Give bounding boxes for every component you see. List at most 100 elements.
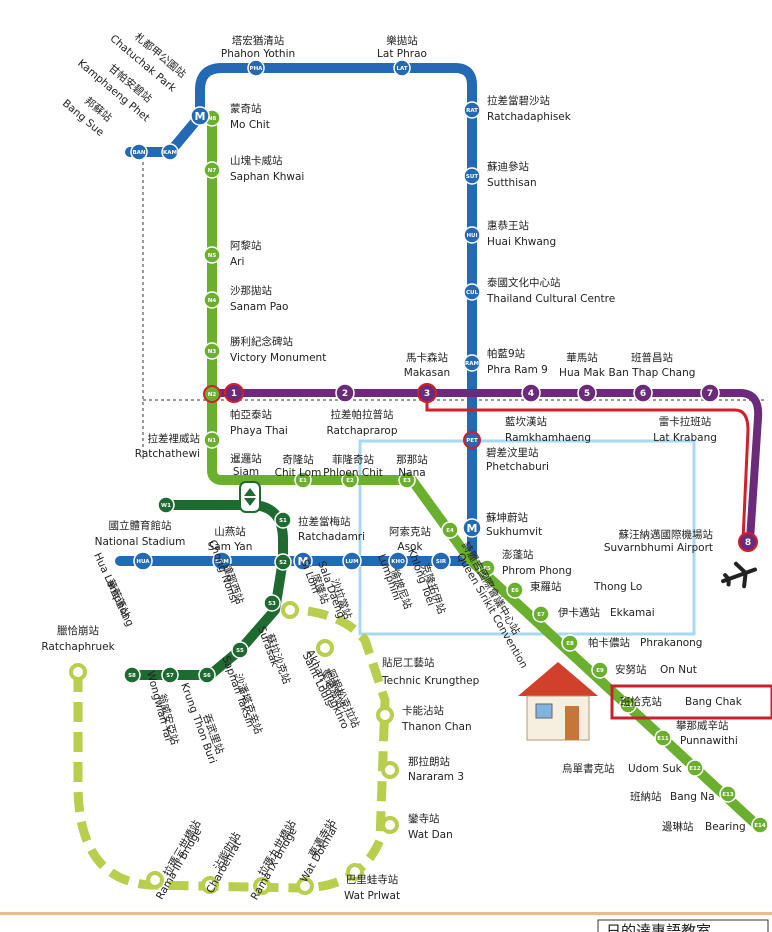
station-name-zh: 沙那拋站	[230, 284, 272, 297]
station-name-zh: 藍坎漢站	[505, 415, 547, 428]
station-name-zh: 班納站	[630, 790, 662, 803]
station-name-zh: 阿黎站	[230, 239, 262, 252]
station-name-zh: 烏單書克站	[562, 762, 615, 775]
station-name-en: Nana	[398, 467, 425, 479]
station-name-zh: 班恰克站	[620, 695, 662, 708]
station-name-en: Wat Prlwat	[344, 890, 400, 902]
station-name-en: Phetchaburi	[486, 461, 549, 473]
badge-label: SAM	[215, 559, 229, 565]
badge-label: 2	[342, 389, 348, 399]
station-name-zh: 國立體育館站	[109, 519, 172, 532]
station-name-en: Hua Mak	[559, 367, 606, 379]
footer-caption-box	[597, 919, 769, 932]
arl-red-line	[425, 393, 750, 541]
station-name-en: On Nut	[660, 664, 697, 676]
station-name-en: Sukhumvit	[486, 526, 542, 538]
silom-badges: W1 S1 S2 S3 S5 S6 S7 S8	[123, 496, 292, 684]
badge-label: E7	[537, 612, 545, 618]
station-name-en: Ratchaprarop	[326, 425, 397, 437]
station-name-en: Ramkhamhaeng	[505, 432, 591, 444]
badge-label: E10	[622, 703, 634, 709]
station-ramkhamhaeng: 藍坎漢站 Ramkhamhaeng	[505, 415, 591, 444]
highlight-area-box	[358, 439, 696, 636]
blue-badges: BAN KAM PHA LAT RAT SUT HUI CUL RAM PET …	[130, 59, 481, 571]
station-name-zh: 拉差當梅站	[298, 515, 351, 528]
badge-label: S8	[128, 673, 136, 679]
station-name-en: Lat Phrao	[377, 48, 427, 60]
station-name-zh: 班普昌站	[631, 351, 673, 364]
badge-label: 6	[640, 389, 646, 399]
station-name-en: National Stadium	[95, 536, 186, 548]
mrt-logo-text: M	[195, 110, 206, 123]
badge-label: BAN	[132, 150, 145, 156]
mrt-logo: M	[293, 551, 313, 571]
footer-strip	[0, 912, 772, 915]
badge-label: E9	[596, 668, 604, 674]
badge-label: E5	[483, 566, 491, 572]
badge-label: LAT	[396, 66, 407, 72]
badge-label: RAT	[466, 108, 478, 114]
badge-label: E8	[566, 641, 574, 647]
badge-label: HUA	[136, 559, 150, 565]
station-name-zh: 邊琳站	[662, 820, 694, 833]
badge-label: E4	[446, 528, 454, 534]
station-name-zh: 卡能沾站	[402, 704, 444, 717]
station-name-zh: 樂拋站	[386, 34, 418, 47]
station-name-en: Ratchadaphisek	[487, 111, 572, 123]
station-name-zh: 帕卡儂站	[588, 636, 630, 649]
badge-label: N2	[208, 392, 217, 398]
badge-label: LUM	[345, 559, 358, 565]
station-name-zh: 拉差帕拉普站	[331, 408, 394, 421]
badge-label: 7	[707, 389, 713, 399]
station-name-en: Sanam Pao	[230, 301, 288, 313]
badge-label: N4	[208, 298, 217, 304]
station-name-en: Thanon Chan	[401, 721, 472, 733]
station-name-zh: 巴里蛙寺站	[346, 873, 399, 886]
sukhumvit-line	[199, 111, 764, 832]
station-name-en: Chit Lom	[275, 467, 322, 479]
station-name-zh: 澎蓬站	[502, 548, 534, 561]
station-name-en: Phloen Chit	[323, 467, 383, 479]
badge-label: PET	[466, 438, 478, 444]
station-name-en: Mo Chit	[230, 119, 270, 131]
station-name-en: Phrakanong	[640, 637, 702, 649]
station-name-en: Punnawithi	[680, 735, 738, 747]
station-phrakanong: 帕卡儂站 Phrakanong	[588, 636, 702, 649]
station-name-en: Makasan	[404, 367, 450, 379]
green-badges: N8 N7 N5 N4 N3 N2 N1 E1 E2 E3 E4 E5 E6 E…	[203, 109, 769, 834]
station-thanonchan: 卡能沾站 Thanon Chan	[401, 704, 472, 733]
badge-label: 5	[584, 389, 590, 399]
station-name-en: Saphan Taksin	[220, 654, 257, 729]
badge-label: E13	[722, 792, 734, 798]
badge-label: N3	[208, 349, 217, 355]
badge-label: S2	[279, 560, 287, 566]
station-name-zh: 菲隆奇站	[332, 453, 374, 466]
station-name-en: Huai Khwang	[487, 236, 556, 248]
